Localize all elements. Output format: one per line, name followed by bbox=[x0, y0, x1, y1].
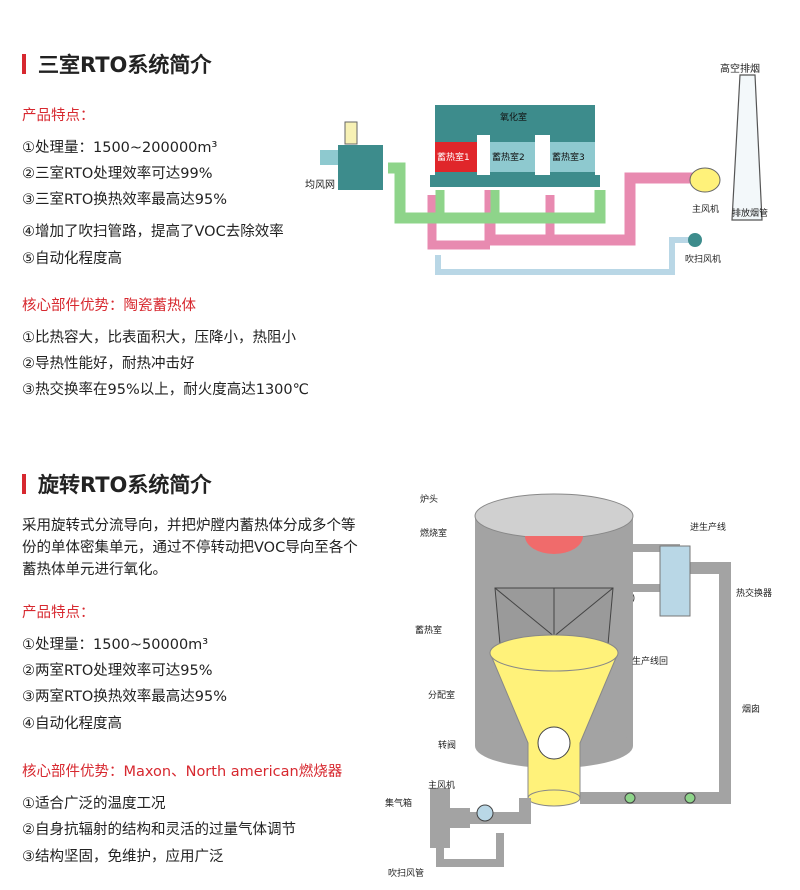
section1-core-1: ①比热容大，比表面积大，压降小，热阻小 bbox=[22, 330, 296, 346]
chamber-2-label: 蓄热室2 bbox=[492, 151, 525, 163]
section1-core-heading: 核心部件优势：陶瓷蓄热体 bbox=[22, 298, 196, 314]
section2-core-3: ③结构坚固，免维护，应用广泛 bbox=[22, 849, 224, 865]
inlet-label: 进生产线 bbox=[690, 521, 726, 533]
exhaust-pipe-label: 排放烟管 bbox=[732, 207, 768, 219]
section1-features-heading: 产品特点： bbox=[22, 108, 95, 124]
section2-title: 旋转RTO系统简介 bbox=[22, 469, 211, 499]
section2-intro-3: 蓄热体单元进行氧化。 bbox=[22, 562, 167, 578]
valve-label: 转阀 bbox=[438, 739, 456, 751]
oxidation-label: 氧化室 bbox=[500, 111, 527, 123]
section1-title: 三室RTO系统简介 bbox=[22, 49, 211, 79]
section1-feature-4: ④增加了吹扫管路，提高了VOC去除效率 bbox=[22, 224, 284, 240]
main-fan bbox=[689, 167, 721, 193]
combustion-zone bbox=[525, 536, 583, 554]
section2-feature-1: ①处理量：1500~50000m³ bbox=[22, 637, 209, 653]
rotary-valve bbox=[537, 726, 571, 760]
purge-fan bbox=[688, 233, 702, 247]
regen-label: 蓄热室 bbox=[415, 624, 442, 636]
flue-label: 烟囱 bbox=[742, 703, 760, 715]
section2-title-text: 旋转RTO系统简介 bbox=[38, 473, 212, 497]
section2-core-2: ②自身抗辐射的结构和灵活的过量气体调节 bbox=[22, 822, 296, 838]
section1-core-3: ③热交换率在95%以上，耐火度高达1300℃ bbox=[22, 382, 309, 398]
collector-box bbox=[430, 788, 470, 848]
exchanger-label: 热交换器 bbox=[736, 587, 772, 599]
section1-feature-5: ⑤自动化程度高 bbox=[22, 251, 122, 267]
title-bar bbox=[22, 474, 26, 494]
section2-core-heading: 核心部件优势：Maxon、North american燃烧器 bbox=[22, 764, 343, 780]
three-chamber-rto-diagram: 高空排烟 氧化室 蓄热室1 蓄热室2 蓄热室3 均风网 主风机 排放烟管 吹扫风… bbox=[305, 62, 768, 275]
return-label: 生产线回 bbox=[632, 655, 668, 667]
distribution-label: 分配室 bbox=[428, 689, 455, 701]
title-bar bbox=[22, 54, 26, 74]
stack-label: 高空排烟 bbox=[720, 62, 760, 75]
purge-label: 吹扫风管 bbox=[388, 867, 424, 879]
exhaust-pipe bbox=[484, 172, 695, 246]
chamber-1 bbox=[435, 142, 477, 172]
main-fan-icon bbox=[476, 804, 494, 822]
section1-feature-3: ③三室RTO换热效率最高达95% bbox=[22, 192, 228, 208]
box-label: 集气箱 bbox=[385, 797, 412, 809]
section2-feature-2: ②两室RTO处理效率可达95% bbox=[22, 663, 213, 679]
section2-intro-1: 采用旋转式分流导向，并把炉膛内蓄热体分成多个等 bbox=[22, 518, 356, 534]
section1-title-text: 三室RTO系统简介 bbox=[38, 53, 212, 77]
distributor-label: 均风网 bbox=[305, 179, 335, 191]
section2-feature-3: ③两室RTO换热效率最高达95% bbox=[22, 689, 228, 705]
distributor-box bbox=[338, 145, 383, 190]
main-fan-label: 主风机 bbox=[428, 779, 455, 791]
section1-feature-2: ②三室RTO处理效率可达99% bbox=[22, 166, 213, 182]
chamber-1-label: 蓄热室1 bbox=[437, 151, 470, 163]
inlet-pipe bbox=[388, 162, 606, 224]
rotary-rto-diagram: 炉头 燃烧室 蓄热室 分配室 转阀 主风机 集气箱 吹扫风管 进生产线 热交换器… bbox=[385, 493, 772, 879]
chamber-3-label: 蓄热室3 bbox=[552, 151, 585, 163]
purge-fan-label: 吹扫风机 bbox=[685, 253, 721, 265]
section1-core-2: ②导热性能好，耐热冲击好 bbox=[22, 356, 195, 372]
section2-feature-4: ④自动化程度高 bbox=[22, 716, 122, 732]
section2-core-1: ①适合广泛的温度工况 bbox=[22, 796, 166, 812]
section1-feature-1: ①处理量：1500~200000m³ bbox=[22, 140, 218, 156]
section2-features-heading: 产品特点： bbox=[22, 605, 95, 621]
flue-duct bbox=[580, 562, 731, 804]
heat-exchanger bbox=[659, 545, 691, 617]
main-fan-label: 主风机 bbox=[692, 203, 719, 215]
head-label: 炉头 bbox=[420, 493, 438, 505]
chamber-3 bbox=[550, 142, 595, 172]
stack bbox=[731, 74, 763, 221]
chamber-2 bbox=[490, 142, 535, 172]
section2-intro-2: 份的单体密集单元，通过不停转动把VOC导向至各个 bbox=[22, 540, 358, 556]
combustion-label: 燃烧室 bbox=[420, 527, 447, 539]
